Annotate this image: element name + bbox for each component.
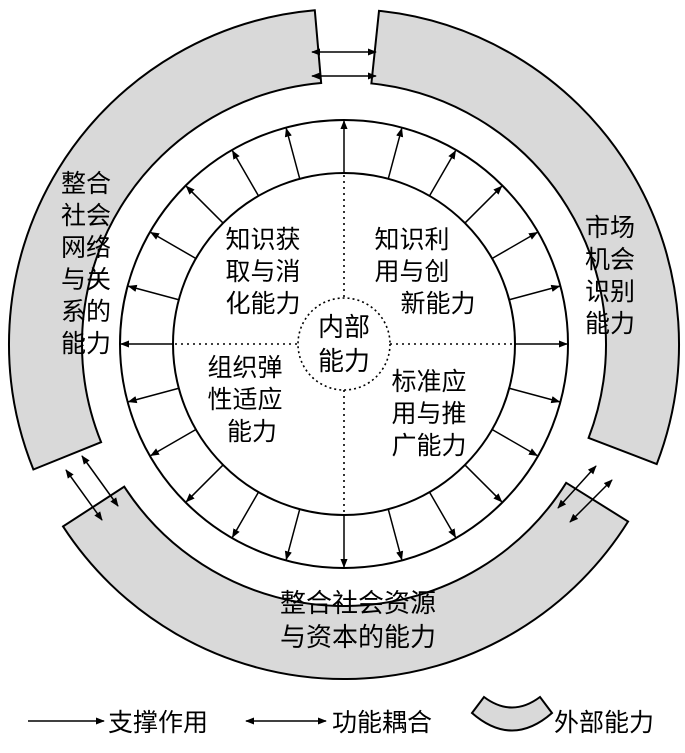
quadrant-text: 知识利 (374, 225, 449, 254)
support-arrow (231, 150, 260, 197)
quadrant-dividers (175, 175, 513, 513)
support-arrow (284, 508, 301, 561)
support-arrow (464, 464, 503, 503)
support-arrow (284, 127, 301, 180)
support-arrow (185, 464, 224, 503)
legend-item-coupling: 功能耦合 (245, 708, 432, 737)
quadrant-text: 新能力 (400, 289, 475, 318)
external-text: 整合社会资源 (280, 589, 436, 619)
support-arrow (508, 387, 561, 404)
quadrant-text: 能力 (227, 417, 277, 446)
legend: 支撑作用 功能耦合 外部能力 (28, 695, 654, 737)
quadrant-text: 用与创 (374, 257, 449, 286)
support-arrow (387, 127, 404, 180)
support-arrow (491, 231, 538, 260)
external-label-market-opportunity: 市场 机会 识别 能力 (585, 213, 635, 338)
external-text: 整合 (61, 169, 111, 198)
coupling-arrow (569, 479, 613, 523)
quadrant-knowledge-innovation: 知识利 用与创 新能力 (374, 225, 475, 318)
support-arrow (150, 428, 197, 457)
quadrant-text: 知识获 (225, 225, 300, 254)
quadrant-organizational-resilience: 组织弹 性适应 能力 (207, 353, 282, 446)
external-text: 网络 (61, 233, 111, 262)
external-text: 系的 (61, 297, 111, 326)
quadrant-text: 用与推 (391, 399, 466, 428)
quadrant-text: 组织弹 (207, 353, 282, 382)
quadrant-text: 取与消 (225, 257, 300, 286)
support-arrow (491, 428, 538, 457)
center-circle (297, 297, 391, 391)
support-arrow (464, 185, 503, 224)
external-text: 与关 (61, 265, 111, 294)
external-text: 与资本的能力 (280, 623, 436, 653)
quadrant-text: 广能力 (391, 431, 466, 460)
support-arrow (387, 508, 404, 561)
quadrant-knowledge-acquisition: 知识获 取与消 化能力 (225, 225, 300, 318)
support-arrows (120, 120, 568, 568)
coupling-arrow (81, 455, 119, 507)
center-label-line-1: 内部 (318, 313, 370, 343)
legend-item-external: 外部能力 (470, 695, 654, 737)
legend-item-support: 支撑作用 (28, 708, 208, 737)
support-arrow (428, 150, 457, 197)
quadrant-text: 性适应 (207, 385, 282, 414)
coupling-arrows (65, 48, 613, 523)
segment-market-opportunity (370, 9, 680, 466)
support-arrow (127, 387, 180, 404)
external-text: 社会 (61, 201, 111, 230)
external-segments (8, 9, 680, 680)
support-arrow (231, 491, 260, 538)
support-arrow (127, 284, 180, 301)
support-arrow (185, 185, 224, 224)
support-arrow (428, 491, 457, 538)
external-text: 机会 (585, 245, 635, 274)
legend-label: 外部能力 (554, 708, 654, 737)
quadrant-text: 化能力 (225, 289, 300, 318)
external-text: 能力 (585, 309, 635, 338)
external-text: 能力 (61, 329, 111, 358)
support-arrow (150, 231, 197, 260)
external-label-social-resources: 整合社会资源 与资本的能力 (280, 589, 436, 653)
external-text: 市场 (585, 213, 635, 242)
external-label-social-network: 整合 社会 网络 与关 系的 能力 (61, 169, 111, 358)
legend-label: 功能耦合 (332, 708, 432, 737)
center-label-line-2: 能力 (318, 347, 370, 377)
segment-social-resources (61, 481, 630, 680)
segment-social-network (8, 9, 323, 471)
legend-label: 支撑作用 (108, 708, 208, 737)
external-text: 识别 (585, 277, 635, 306)
quadrant-text: 标准应 (391, 367, 466, 396)
arc-segment-icon (470, 695, 554, 732)
support-arrow (508, 284, 561, 301)
quadrant-standards-promotion: 标准应 用与推 广能力 (391, 367, 466, 460)
